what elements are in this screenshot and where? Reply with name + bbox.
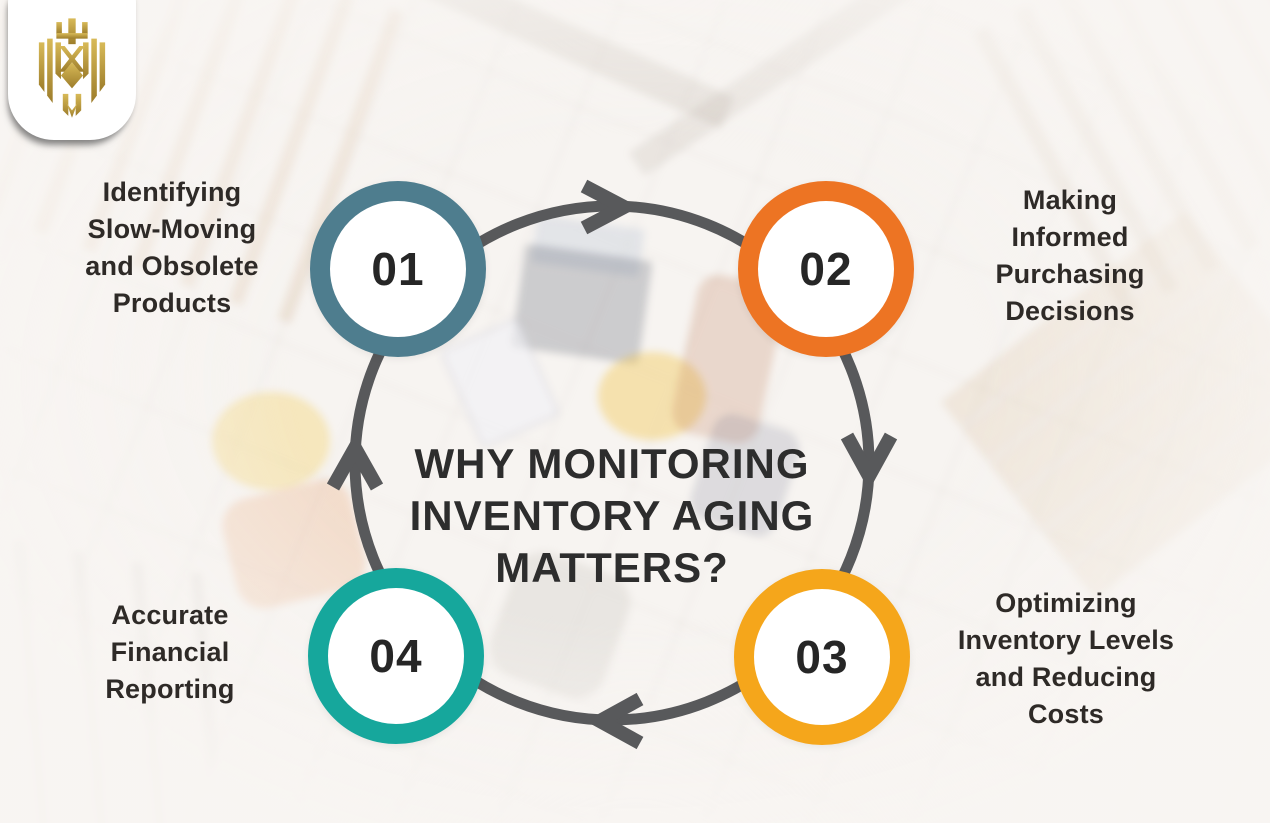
step-label-03: Optimizing Inventory Levels and Reducing… xyxy=(957,588,1175,729)
brand-logo xyxy=(8,0,136,140)
arrow-up-icon xyxy=(326,433,384,491)
step-number: 01 xyxy=(371,243,425,295)
step-number: 02 xyxy=(799,243,853,295)
step-label-02: Making Informed Purchasing Decisions xyxy=(995,185,1145,326)
step-label-04: Accurate Financial Reporting xyxy=(105,600,235,704)
step-circle-02: 02 xyxy=(738,181,914,357)
step-circle-03: 03 xyxy=(734,569,910,745)
step-number: 04 xyxy=(369,630,423,682)
page-title: WHY MONITORING INVENTORY AGING MATTERS? xyxy=(409,440,815,592)
step-label-01: Identifying Slow-Moving and Obsolete Pro… xyxy=(85,177,259,318)
gold-crown-emblem-icon xyxy=(38,18,106,118)
step-number: 03 xyxy=(795,631,849,683)
arrow-down-icon xyxy=(840,432,898,491)
step-circle-04: 04 xyxy=(308,568,484,744)
arrow-left-icon xyxy=(585,692,644,750)
step-circle-01: 01 xyxy=(310,181,486,357)
arrow-right-icon xyxy=(580,179,640,235)
